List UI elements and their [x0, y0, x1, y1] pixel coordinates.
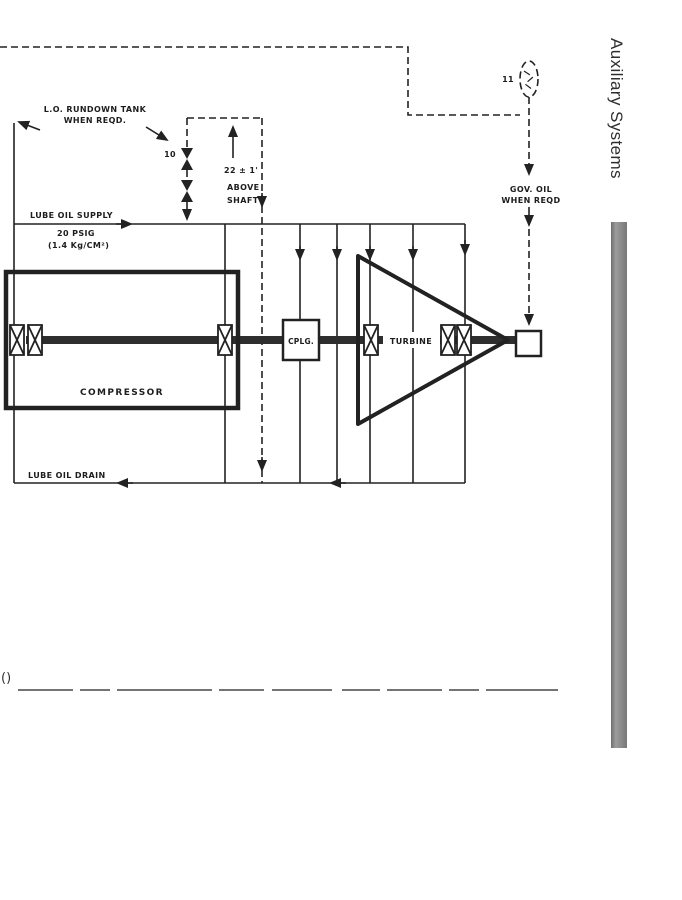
- label-supply-pressure: 20 PSIG: [57, 229, 95, 238]
- label-lube-oil-supply: LUBE OIL SUPPLY: [30, 211, 113, 220]
- bearing-symbol: [27, 324, 43, 356]
- bearing-symbol: [9, 324, 25, 356]
- sidebar-title: Auxiliary Systems: [607, 38, 626, 179]
- rundown-pointer-right: [145, 126, 169, 142]
- label-lube-oil-drain: LUBE OIL DRAIN: [28, 471, 106, 480]
- top-control-line: [0, 46, 520, 116]
- bearing-symbol: [440, 324, 456, 356]
- bearing-symbol: [217, 324, 233, 356]
- label-dimension-line2: ABOVE: [227, 183, 260, 192]
- turbine-label-backing: [383, 332, 440, 348]
- rundown-valve-symbols: [181, 148, 193, 202]
- gov-block: [514, 329, 543, 358]
- valve-triangle: [181, 148, 193, 159]
- label-turbine: TURBINE: [390, 337, 432, 346]
- coupling-box: [281, 318, 321, 362]
- sidebar-accent-bar: [611, 222, 627, 748]
- label-rundown-tank-line1: L.O. RUNDOWN TANK: [44, 105, 147, 114]
- bearing-symbol: [363, 324, 379, 356]
- label-gov-oil-line2: WHEN REQD: [501, 196, 560, 205]
- valve-triangle: [181, 159, 193, 170]
- item11-device: [519, 60, 539, 98]
- label-coupling: CPLG.: [288, 337, 314, 346]
- label-compressor: COMPRESSOR: [80, 388, 164, 398]
- dashed-control-lines: [0, 46, 539, 483]
- bearing-symbol: [456, 324, 472, 356]
- label-item-11: 11: [502, 75, 514, 84]
- label-item-10: 10: [164, 150, 176, 159]
- compressor-outline: [3, 269, 241, 411]
- label-rundown-tank-line2: WHEN REQD.: [64, 116, 127, 125]
- shaft: [26, 336, 518, 344]
- item11-device-detail: [523, 70, 534, 91]
- label-dimension-line3: SHAFT: [227, 196, 259, 205]
- caption-fragment: (): [1, 671, 11, 686]
- label-gov-oil-line1: GOV. OIL: [510, 185, 552, 194]
- rundown-pointer-left: [17, 120, 41, 131]
- bearings: [9, 324, 472, 356]
- valve-triangle: [181, 180, 193, 191]
- valve-triangle: [181, 191, 193, 202]
- label-dimension-line1: 22 ± 1': [224, 166, 258, 175]
- turbine-outline: [356, 254, 510, 426]
- label-supply-pressure-metric: (1.4 Kg/CM²): [48, 241, 109, 250]
